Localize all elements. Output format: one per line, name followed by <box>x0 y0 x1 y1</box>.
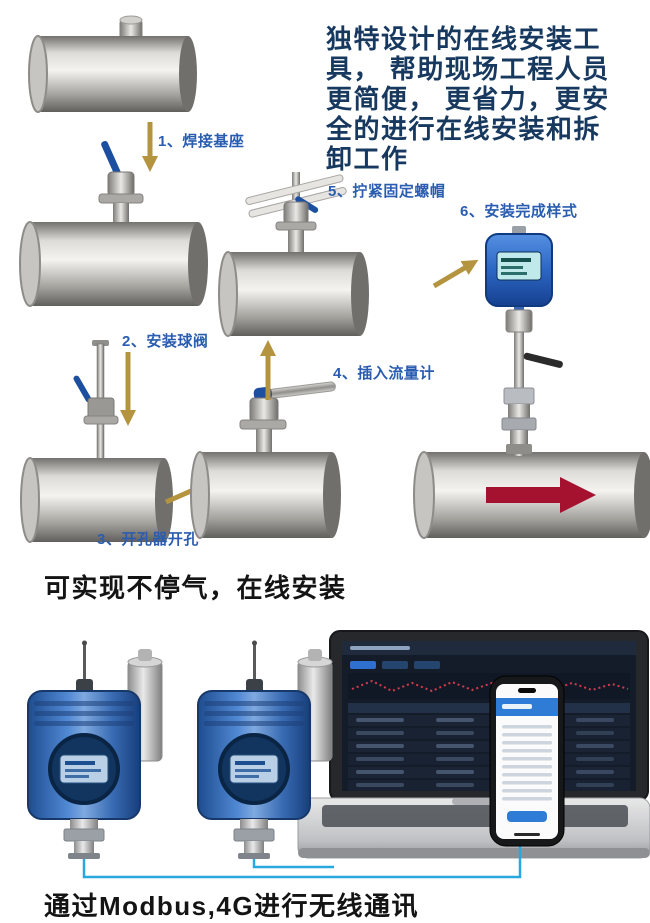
flow-direction-arrow-icon <box>486 477 596 513</box>
caption-communication: 通过Modbus,4G进行无线通讯 <box>44 891 420 921</box>
intro-line: 卸工作 <box>326 144 409 174</box>
pipe-step2-ball-valve <box>19 140 208 307</box>
phone-home-indicator <box>514 833 540 836</box>
intro-line: 具， 帮助现场工程人员 <box>326 54 610 84</box>
step1-label: 1、焊接基座 <box>158 133 245 150</box>
valve-lever-icon <box>101 140 123 181</box>
pipe-step3-hole-opener <box>20 340 173 543</box>
step4-label: 4、插入流量计 <box>333 365 435 382</box>
pipe-step5-tighten-nut <box>218 172 369 337</box>
step3-label: 3、开孔器开孔 <box>97 531 199 548</box>
phone-action-button <box>507 811 547 822</box>
laptop <box>297 630 650 859</box>
connection-lines <box>82 846 522 879</box>
flow-meter-installed <box>413 226 650 539</box>
intro-line: 独特设计的在线安装工 <box>326 24 602 54</box>
pipe-step1-welded-base <box>28 15 197 113</box>
caption-online-install: 可实现不停气，在线安装 <box>44 573 347 603</box>
meter-valve-handle-icon <box>523 352 563 368</box>
intro-line: 全的进行在线安装和拆 <box>326 114 602 144</box>
phone-notch-icon <box>518 688 536 693</box>
step2-label: 2、安装球阀 <box>122 333 209 350</box>
laptop-dashboard-screen <box>342 641 636 791</box>
gas-detector-1 <box>26 638 164 861</box>
step5-arrow-icon <box>432 259 479 289</box>
step5-label: 5、拧紧固定螺帽 <box>328 183 446 200</box>
valve-lever-icon <box>73 375 92 403</box>
intro-text: 独特设计的在线安装工 具， 帮助现场工程人员 更简便， 更省力，更安 全的进行在… <box>326 24 650 174</box>
transmitter-head <box>485 226 553 307</box>
installation-steps-graphic <box>19 15 650 543</box>
dashboard-trend-chart <box>351 679 629 693</box>
pipe-step4-insert-flowmeter <box>190 381 341 539</box>
communication-diagram <box>26 630 650 879</box>
step6-label: 6、安装完成样式 <box>460 203 578 220</box>
smartphone <box>489 675 565 847</box>
laptop-keyboard <box>322 805 628 827</box>
intro-line: 更简便， 更省力，更安 <box>326 84 610 114</box>
